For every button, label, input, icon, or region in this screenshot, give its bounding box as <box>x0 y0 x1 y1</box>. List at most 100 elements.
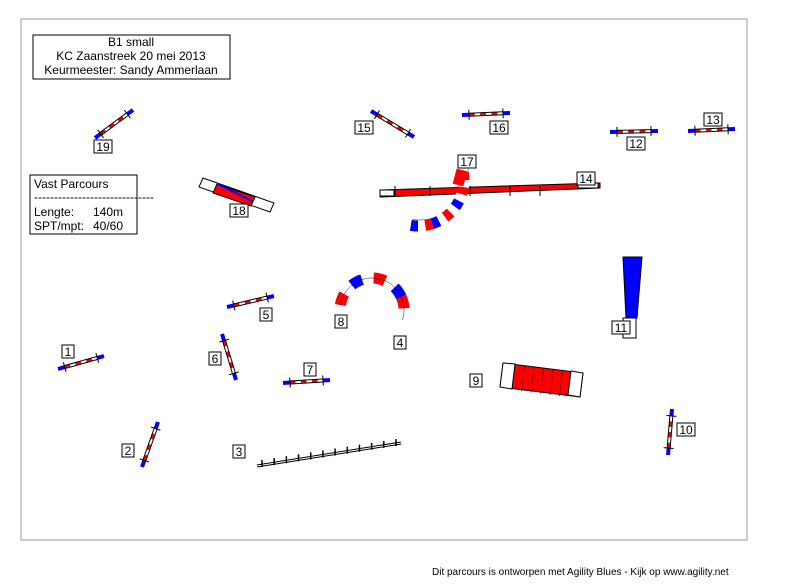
obstacle-label-4: 4 <box>393 335 407 350</box>
obstacle-number: 5 <box>263 308 270 322</box>
hurdle-15 <box>369 109 416 139</box>
tunnel-mouth <box>567 370 584 398</box>
obstacle-label-box <box>259 307 273 322</box>
tunnel-mouth <box>499 362 516 390</box>
obstacle-label-box <box>576 171 596 186</box>
hurdle-post <box>95 352 100 363</box>
obstacle-label-6: 6 <box>208 351 222 366</box>
obstacle-number: 17 <box>460 155 474 169</box>
obstacle-label-9: 9 <box>469 373 483 388</box>
obstacle-number: 6 <box>212 352 219 366</box>
obstacle-number: 10 <box>679 423 693 437</box>
obstacle-number: 7 <box>307 363 314 377</box>
obstacle-number: 4 <box>397 336 404 350</box>
hurdle-post <box>404 128 412 138</box>
obstacle-label-13: 13 <box>703 112 723 127</box>
hurdle-6 <box>219 333 239 381</box>
board-center <box>212 183 256 207</box>
tunnel-segment <box>452 168 468 187</box>
hurdle-stripe <box>244 300 251 304</box>
hurdle-wing <box>96 354 105 360</box>
obstacle-number: 1 <box>65 345 72 359</box>
obstacle-label-box <box>208 351 222 366</box>
tunnel-segment <box>382 275 399 292</box>
tunnel-rib <box>540 368 544 394</box>
board-stripe <box>217 183 253 202</box>
hurdle-post <box>150 426 161 431</box>
hurdle-stripe <box>104 126 111 132</box>
hurdle-post <box>322 375 324 386</box>
obstacle-label-box <box>93 139 113 154</box>
hurdle-stripe <box>229 362 234 369</box>
tunnel-17 <box>409 168 470 232</box>
hurdle-stripe <box>149 438 153 445</box>
hurdle-wing <box>406 131 416 139</box>
hurdle-post <box>62 362 67 373</box>
obstacle-label-box <box>457 154 477 169</box>
hurdle-stripe <box>86 358 93 362</box>
hurdle-stripe <box>255 297 262 302</box>
tunnel-segment <box>409 219 419 232</box>
obstacle-label-5: 5 <box>259 307 273 322</box>
info-box: Vast Parcours --------------------------… <box>29 174 154 235</box>
tunnel-segment <box>373 272 388 286</box>
hurdle-wing <box>666 447 671 456</box>
obstacle-label-1: 1 <box>61 344 75 359</box>
obstacle-label-14: 14 <box>576 171 596 186</box>
hurdle-wing <box>232 372 238 381</box>
tunnel-rib <box>521 366 525 392</box>
tunnel-segment <box>348 274 365 290</box>
hurdle-wing <box>669 408 674 417</box>
info-divider: ------------------------------ <box>34 190 154 204</box>
footer-credit: Dit parcours is ontworpen met Agility Bl… <box>432 567 729 578</box>
hurdle-7 <box>282 375 331 388</box>
hurdle-wing <box>140 459 147 468</box>
hurdle-stripe <box>381 116 388 122</box>
obstacles-layer <box>57 108 736 468</box>
dogwalk-plank <box>379 182 601 198</box>
hurdle-post <box>373 110 381 120</box>
hurdle-stripe <box>100 129 106 135</box>
hurdle-stripe <box>108 123 115 129</box>
hurdle-post <box>229 371 239 376</box>
tunnel-segment <box>456 186 469 196</box>
weave-poles-3 <box>256 439 402 468</box>
hurdle-wing <box>369 109 379 117</box>
obstacle-number: 16 <box>492 121 506 135</box>
hurdle-stripe <box>261 296 268 300</box>
hurdle-post <box>289 377 291 388</box>
obstacle-label-box <box>469 373 483 388</box>
tunnel-segment <box>396 294 410 309</box>
tunnel-rib <box>549 369 554 395</box>
tunnel-rib <box>530 367 535 393</box>
obstacle-number: 14 <box>579 172 593 186</box>
title-box: B1 small KC Zaanstreek 20 mei 2013 Keurm… <box>32 34 231 80</box>
obstacle-number: 8 <box>338 315 345 329</box>
tunnel-4-8 <box>334 272 410 322</box>
hurdle-stripe <box>228 356 232 363</box>
obstacle-label-7: 7 <box>303 362 317 377</box>
hurdle-stripe <box>233 303 240 307</box>
hurdle-post <box>97 129 105 139</box>
hurdle-stripe <box>386 120 394 125</box>
title-line3: Keurmeester: Sandy Ammerlaan <box>44 63 217 77</box>
obstacle-label-box <box>489 120 509 135</box>
tunnel-segment <box>424 218 434 231</box>
obstacle-label-box <box>303 362 317 377</box>
hurdle-post <box>663 447 674 449</box>
hurdle-stripe <box>80 360 87 364</box>
obstacle-label-box <box>229 203 249 218</box>
hurdle-post <box>265 292 269 303</box>
tunnel-segment <box>430 216 442 229</box>
hurdle-10 <box>663 408 677 456</box>
hurdle-stripe <box>147 444 151 451</box>
tunnel-segment <box>390 283 407 300</box>
field-border <box>20 18 748 541</box>
hurdle-wing <box>266 294 275 300</box>
hurdle-post <box>666 415 677 417</box>
hurdle-stripe <box>122 113 128 119</box>
tunnel-segment <box>436 212 449 226</box>
obstacle-number: 12 <box>629 137 643 151</box>
